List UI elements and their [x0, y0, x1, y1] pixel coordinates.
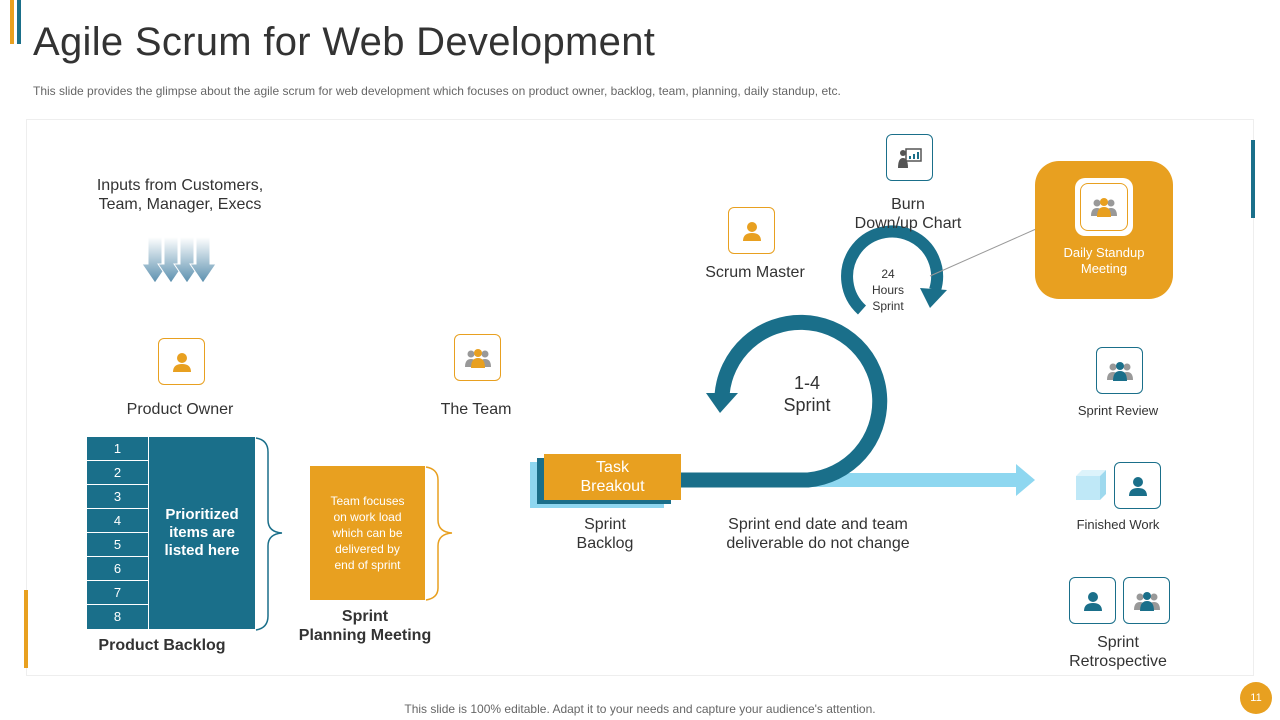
finished-work-icon-box	[1114, 462, 1161, 509]
page-title: Agile Scrum for Web Development	[33, 20, 656, 64]
cube-icon	[1076, 470, 1106, 500]
planning-brace	[425, 466, 453, 601]
daily-standup-label: Daily Standup Meeting	[1063, 245, 1145, 276]
sprint-cycle-loop	[680, 314, 888, 488]
panel-accent-right	[1251, 140, 1255, 218]
backlog-number: 3	[87, 485, 148, 509]
daily-cycle-arrowhead	[920, 288, 947, 308]
person-icon	[172, 352, 191, 372]
sprint-cycle-arrowhead	[706, 393, 738, 413]
chart-presentation-icon	[897, 147, 922, 168]
sprint-planning-label: Sprint Planning Meeting	[298, 608, 432, 644]
accent-bar-orange	[10, 0, 14, 44]
inputs-down-arrows-icon	[141, 236, 217, 284]
backlog-number-column: 1 2 3 4 5 6 7 8	[87, 437, 148, 629]
backlog-description: Prioritized items are listed here	[149, 437, 255, 629]
group-icon	[1106, 361, 1133, 381]
group-icon	[1133, 591, 1160, 611]
backlog-number: 8	[113, 609, 122, 624]
page-number-badge: 11	[1240, 682, 1272, 714]
product-owner-label: Product Owner	[126, 401, 234, 418]
finished-work-label: Finished Work	[1076, 517, 1160, 532]
backlog-number: 6	[87, 557, 148, 581]
backlog-number: 4	[87, 509, 148, 533]
group-icon	[1091, 198, 1117, 217]
daily-standup-icon-box	[1075, 178, 1133, 236]
sprint-duration-label: 1-4 Sprint	[783, 373, 831, 415]
person-icon	[1083, 591, 1102, 611]
product-owner-icon-box	[158, 338, 205, 385]
backlog-number: 5	[87, 533, 148, 557]
scrum-master-label: Scrum Master	[705, 264, 805, 281]
sprint-backlog-label: Sprint Backlog	[576, 516, 634, 552]
sprint-review-label: Sprint Review	[1077, 403, 1159, 418]
scrum-master-icon-box	[728, 207, 775, 254]
deliverable-arrow	[680, 464, 1035, 496]
sprint-planning-box: Team focuses on work load which can be d…	[310, 466, 425, 600]
backlog-number: 7	[87, 581, 148, 605]
sprint-note-label: Sprint end date and team deliverable do …	[726, 516, 910, 552]
task-breakout-box: Task Breakout	[544, 454, 681, 500]
person-icon	[1128, 476, 1147, 496]
person-icon	[742, 221, 761, 241]
accent-bar-teal	[17, 0, 21, 44]
the-team-label: The Team	[440, 401, 512, 418]
backlog-brace	[255, 437, 283, 631]
daily-sprint-label: 24 Hours Sprint	[871, 267, 904, 313]
backlog-number: 1	[87, 437, 148, 461]
product-backlog-label: Product Backlog	[98, 637, 226, 654]
retrospective-person-icon-box	[1069, 577, 1116, 624]
sprint-review-icon-box	[1096, 347, 1143, 394]
sprint-retrospective-label: Sprint Retrospective	[1069, 634, 1167, 670]
daily-cycle-loop	[841, 225, 943, 315]
page-subtitle: This slide provides the glimpse about th…	[33, 84, 841, 98]
burn-chart-label: Burn Down/up Chart	[854, 196, 962, 232]
inputs-label: Inputs from Customers, Team, Manager, Ex…	[96, 177, 264, 213]
panel-accent-left	[24, 590, 28, 668]
group-icon	[464, 348, 491, 368]
backlog-number: 2	[87, 461, 148, 485]
burn-chart-icon-box	[886, 134, 933, 181]
retrospective-group-icon-box	[1123, 577, 1170, 624]
standup-connector	[929, 228, 1037, 277]
the-team-icon-box	[454, 334, 501, 381]
footer-note: This slide is 100% editable. Adapt it to…	[404, 702, 876, 716]
